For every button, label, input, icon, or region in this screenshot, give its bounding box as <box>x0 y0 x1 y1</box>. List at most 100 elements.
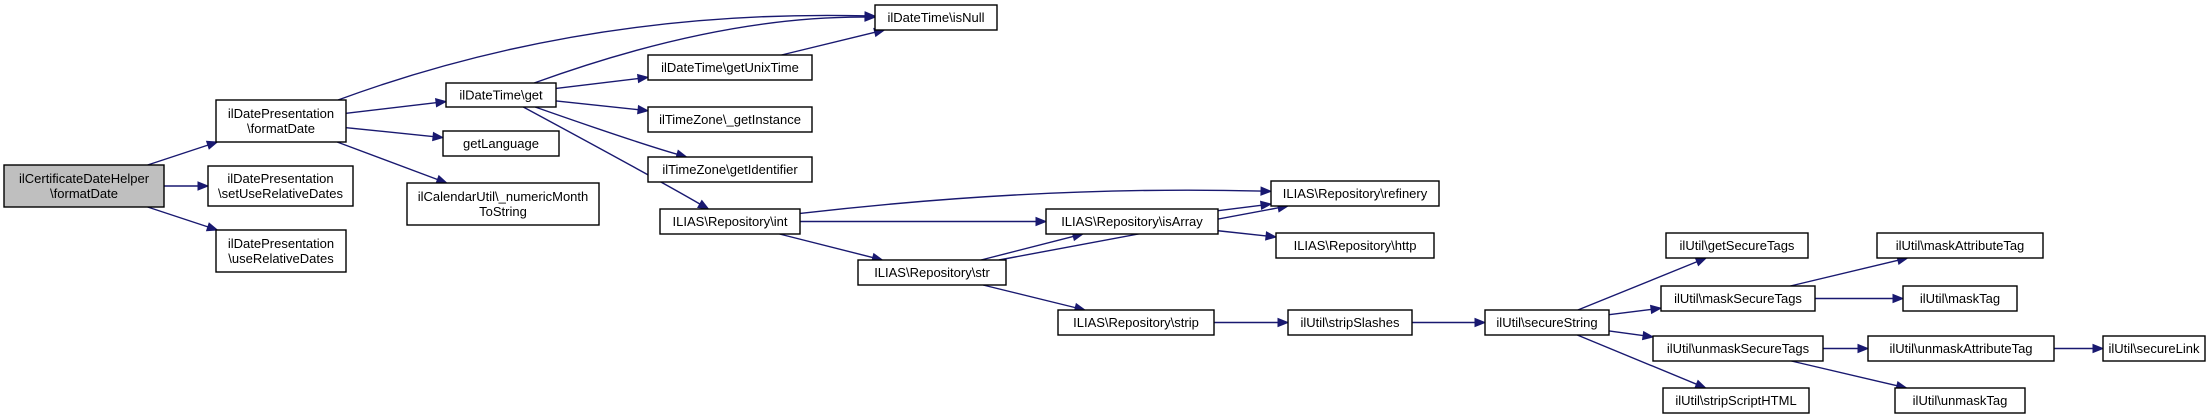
node-label: ILIAS\Repository\refinery <box>1283 186 1428 201</box>
node-label: ToString <box>479 204 527 219</box>
edge-line <box>147 206 209 228</box>
node-tz-ident[interactable]: ilTimeZone\getIdentifier <box>647 156 813 183</box>
node-repo-refinery[interactable]: ILIAS\Repository\refinery <box>1270 180 1440 207</box>
node-repo-strip[interactable]: ILIAS\Repository\strip <box>1057 309 1215 336</box>
edge-line <box>345 101 437 115</box>
arrowhead-icon <box>1641 330 1655 341</box>
edge-line <box>522 106 701 205</box>
node-label: ilUtil\unmaskTag <box>1913 393 2008 408</box>
node-repo-isarray[interactable]: ILIAS\Repository\isArray <box>1045 208 1219 235</box>
node-label: ilUtil\stripScriptHTML <box>1675 393 1796 408</box>
node-pres-format[interactable]: ilDatePresentation\formatDate <box>215 99 347 143</box>
node-label: ilTimeZone\getIdentifier <box>662 162 798 177</box>
node-box <box>215 99 347 143</box>
node-pres-userel[interactable]: ilDatePresentation\useRelativeDates <box>215 229 347 273</box>
node-util-unmaskattr[interactable]: ilUtil\unmaskAttributeTag <box>1867 335 2055 362</box>
edge-line <box>1608 330 1644 337</box>
call-edge-cert-to-pres_userel <box>147 206 219 232</box>
call-edge-repo_isarray-to-repo_refinery <box>1217 200 1273 212</box>
call-edge-util_unmasksecuretags-to-util_unmaskattr <box>1822 343 1870 354</box>
node-label: ilCertificateDateHelper <box>19 171 150 186</box>
node-get-lang[interactable]: getLanguage <box>442 130 560 157</box>
call-edge-dt_get-to-dt_unix <box>555 73 650 90</box>
node-label: getLanguage <box>463 136 539 151</box>
node-dt-get[interactable]: ilDateTime\get <box>445 82 557 108</box>
node-util-masktag[interactable]: ilUtil\maskTag <box>1902 285 2018 312</box>
node-util-securelink[interactable]: ilUtil\secureLink <box>2102 335 2206 362</box>
node-box <box>647 156 813 183</box>
node-box <box>874 4 998 31</box>
node-box <box>1660 285 1816 312</box>
edge-line <box>1577 334 1697 385</box>
node-util-getsecuretags[interactable]: ilUtil\getSecureTags <box>1665 232 1809 259</box>
node-label: ilTimeZone\_getInstance <box>659 112 801 127</box>
node-repo-http[interactable]: ILIAS\Repository\http <box>1275 232 1435 259</box>
node-label: ilDateTime\getUnixTime <box>661 60 799 75</box>
arrowhead-icon <box>1277 317 1290 328</box>
edge-line <box>980 235 1074 261</box>
edge-line <box>533 16 866 84</box>
arrowhead-icon <box>1694 379 1707 389</box>
function-nodes: ilCertificateDateHelper\formatDateilDate… <box>3 4 2206 414</box>
edge-line <box>555 100 639 111</box>
node-box <box>857 259 1007 286</box>
node-label: ILIAS\Repository\strip <box>1073 315 1199 330</box>
node-box <box>1876 232 2044 259</box>
edge-line <box>1577 261 1698 311</box>
call-edge-dt_get-to-repo_int <box>522 106 710 210</box>
node-util-unmasktag[interactable]: ilUtil\unmaskTag <box>1894 387 2026 414</box>
node-util-masksecuretags[interactable]: ilUtil\maskSecureTags <box>1660 285 1816 312</box>
node-pres-setrel[interactable]: ilDatePresentation\setUseRelativeDates <box>207 165 354 207</box>
node-box <box>1270 180 1440 207</box>
arrowhead-icon <box>637 104 650 115</box>
node-util-stripslashes[interactable]: ilUtil\stripSlashes <box>1287 309 1413 336</box>
edge-line <box>336 141 438 181</box>
node-repo-str[interactable]: ILIAS\Repository\str <box>857 259 1007 286</box>
node-box <box>1665 232 1809 259</box>
node-label: ilDatePresentation <box>227 171 333 186</box>
node-label: ilUtil\maskTag <box>1920 291 2000 306</box>
arrowhead-icon <box>1035 216 1048 227</box>
node-repo-int[interactable]: ILIAS\Repository\int <box>659 208 801 235</box>
arrowhead-icon <box>1857 343 1870 354</box>
node-dt-unix[interactable]: ilDateTime\getUnixTime <box>647 54 813 81</box>
call-edge-repo_isarray-to-repo_http <box>1217 230 1278 241</box>
node-box <box>406 182 600 226</box>
node-label: ILIAS\Repository\http <box>1294 238 1417 253</box>
node-label: ILIAS\Repository\str <box>874 265 990 280</box>
call-edge-util_unmaskattr-to-util_securelink <box>2053 343 2105 354</box>
node-box <box>1652 335 1824 362</box>
node-label: \useRelativeDates <box>228 251 334 266</box>
node-box <box>647 54 813 81</box>
node-box <box>1275 232 1435 259</box>
arrowhead-icon <box>1892 293 1905 304</box>
node-box <box>647 106 813 133</box>
node-tz-inst[interactable]: ilTimeZone\_getInstance <box>647 106 813 133</box>
node-label: ilDateTime\get <box>459 88 543 103</box>
edge-line <box>555 77 639 90</box>
call-edge-cert-to-pres_setrel <box>164 181 210 191</box>
node-util-stripscript[interactable]: ilUtil\stripScriptHTML <box>1662 387 1810 414</box>
node-util-maskattr[interactable]: ilUtil\maskAttributeTag <box>1876 232 2044 259</box>
call-edge-cert-to-pres_format <box>147 140 219 166</box>
node-box <box>1287 309 1413 336</box>
call-edge-pres_format-to-get_lang <box>345 126 445 142</box>
arrowhead-icon <box>1649 304 1663 315</box>
call-edge-dt_get-to-dt_isnull <box>533 12 877 84</box>
node-box <box>3 164 165 208</box>
node-label: ilDatePresentation <box>228 236 334 251</box>
node-util-unmasksecuretags[interactable]: ilUtil\unmaskSecureTags <box>1652 335 1824 362</box>
node-box <box>442 130 560 157</box>
node-label: \formatDate <box>247 121 315 136</box>
node-label: ilUtil\getSecureTags <box>1680 238 1795 253</box>
node-box <box>215 229 347 273</box>
edge-line <box>1608 308 1652 316</box>
edge-line <box>781 31 875 56</box>
arrowhead-icon <box>1259 200 1273 211</box>
node-dt-isnull[interactable]: ilDateTime\isNull <box>874 4 998 31</box>
node-util-securestring[interactable]: ilUtil\secureString <box>1484 309 1610 336</box>
node-label: ilUtil\secureLink <box>2108 341 2200 356</box>
node-label: ilUtil\stripSlashes <box>1301 315 1400 330</box>
